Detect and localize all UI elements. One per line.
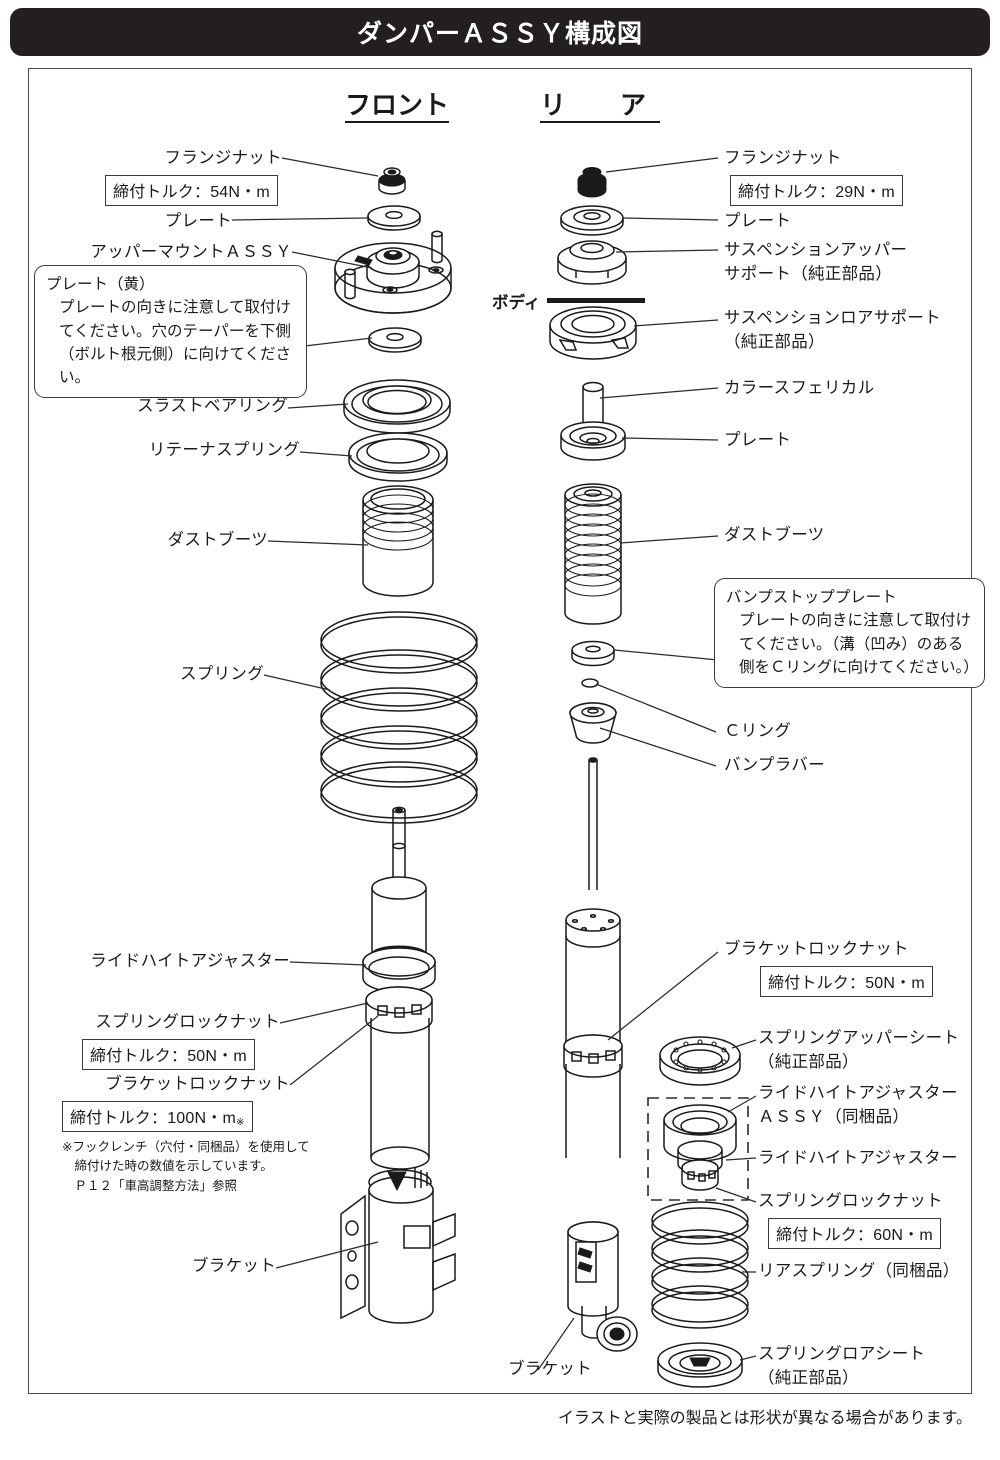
- label-rear-plate-2: プレート: [724, 431, 792, 449]
- torque-front-spring-lock-nut: 締付トルク：50N・m: [82, 1039, 255, 1070]
- body-line: [547, 298, 645, 303]
- note-front-plate-yellow-body: プレートの向きに注意して取付けてください。穴のテーパーを下側（ボルト根元側）に向…: [59, 299, 292, 386]
- torque-front-flange-nut: 締付トルク：54N・m: [105, 175, 278, 206]
- label-front-bracket-lock-nut: ブラケットロックナット: [105, 1075, 290, 1093]
- torque-rear-bracket-lock-nut: 締付トルク：50N・m: [760, 966, 933, 997]
- title-bar: ダンパーＡＳＳＹ構成図: [10, 8, 990, 56]
- note-rear-bump-stop-plate: バンプストッププレート プレートの向きに注意して取付けてください。（溝（凹み）の…: [714, 578, 985, 688]
- footnote-marker: ※: [235, 1117, 245, 1128]
- column-heading-rear: リ ア: [540, 91, 661, 124]
- label-front-spring: スプリング: [180, 665, 264, 683]
- page-title: ダンパーＡＳＳＹ構成図: [356, 20, 643, 48]
- label-front-plate-1: プレート: [164, 212, 232, 230]
- label-front-retainer-spring: リテーナスプリング: [148, 441, 300, 459]
- torque-rear-flange-nut: 締付トルク：29N・m: [730, 175, 903, 206]
- label-rear-spring-lower-seat: スプリングロアシート （純正部品）: [758, 1345, 926, 1387]
- label-front-flange-nut: フランジナット: [164, 149, 282, 167]
- label-front-dust-boots: ダストブーツ: [167, 531, 268, 549]
- footnote-hook-wrench: ※フックレンチ（穴付・同梱品）を使用して 締付けた時の数値を示しています。 Ｐ１…: [62, 1140, 310, 1193]
- label-front-spring-lock-nut: スプリングロックナット: [95, 1013, 280, 1031]
- label-rear-ride-height-adjuster-assy: ライドハイトアジャスター ＡＳＳＹ（同梱品）: [758, 1084, 958, 1126]
- torque-rear-spring-lock-nut: 締付トルク：60N・m: [768, 1218, 941, 1249]
- label-rear-plate-1: プレート: [724, 212, 792, 230]
- disclaimer-text: イラストと実際の製品とは形状が異なる場合があります。: [557, 1410, 972, 1427]
- torque-front-bracket-lock-nut: 締付トルク：100N・m※: [62, 1101, 253, 1132]
- label-rear-ride-height-adjuster: ライドハイトアジャスター: [758, 1149, 958, 1167]
- body-label: ボディ: [492, 294, 541, 312]
- label-rear-collar-spherical: カラースフェリカル: [724, 379, 875, 397]
- label-front-thrust-bearing: スラストベアリング: [137, 397, 288, 415]
- label-rear-flange-nut: フランジナット: [724, 149, 842, 167]
- torque-front-bracket-lock-nut-value: 締付トルク：100N・m: [70, 1110, 236, 1127]
- label-rear-bumper-rubber: バンプラバー: [724, 756, 825, 774]
- label-rear-bracket: ブラケット: [508, 1360, 592, 1378]
- label-rear-spring: リアスプリング（同梱品）: [758, 1262, 960, 1280]
- note-front-plate-yellow-heading: プレート（黄）: [46, 276, 155, 293]
- column-heading-front: フロント: [345, 91, 450, 124]
- label-rear-suspension-lower-support: サスペンションロアサポート （純正部品）: [724, 309, 941, 351]
- label-front-upper-mount-assy: アッパーマウントＡＳＳＹ: [90, 243, 292, 261]
- note-rear-bump-stop-plate-body: プレートの向きに注意して取付けてください。（溝（凹み）のある側をＣリングに向けて…: [739, 612, 979, 676]
- label-rear-suspension-upper-support: サスペンションアッパー サポート（純正部品）: [724, 241, 908, 283]
- label-rear-spring-lock-nut: スプリングロックナット: [758, 1192, 943, 1210]
- note-front-plate-yellow: プレート（黄） プレートの向きに注意して取付けてください。穴のテーパーを下側（ボ…: [34, 265, 307, 399]
- label-rear-c-ring: Ｃリング: [724, 722, 792, 740]
- label-front-ride-height-adjuster: ライドハイトアジャスター: [90, 952, 290, 970]
- label-front-bracket: ブラケット: [192, 1257, 276, 1275]
- label-rear-spring-upper-seat: スプリングアッパーシート （純正部品）: [758, 1029, 960, 1071]
- note-rear-bump-stop-plate-heading: バンプストッププレート: [726, 589, 897, 606]
- label-rear-bracket-lock-nut: ブラケットロックナット: [724, 940, 909, 958]
- label-rear-dust-boots: ダストブーツ: [724, 526, 825, 544]
